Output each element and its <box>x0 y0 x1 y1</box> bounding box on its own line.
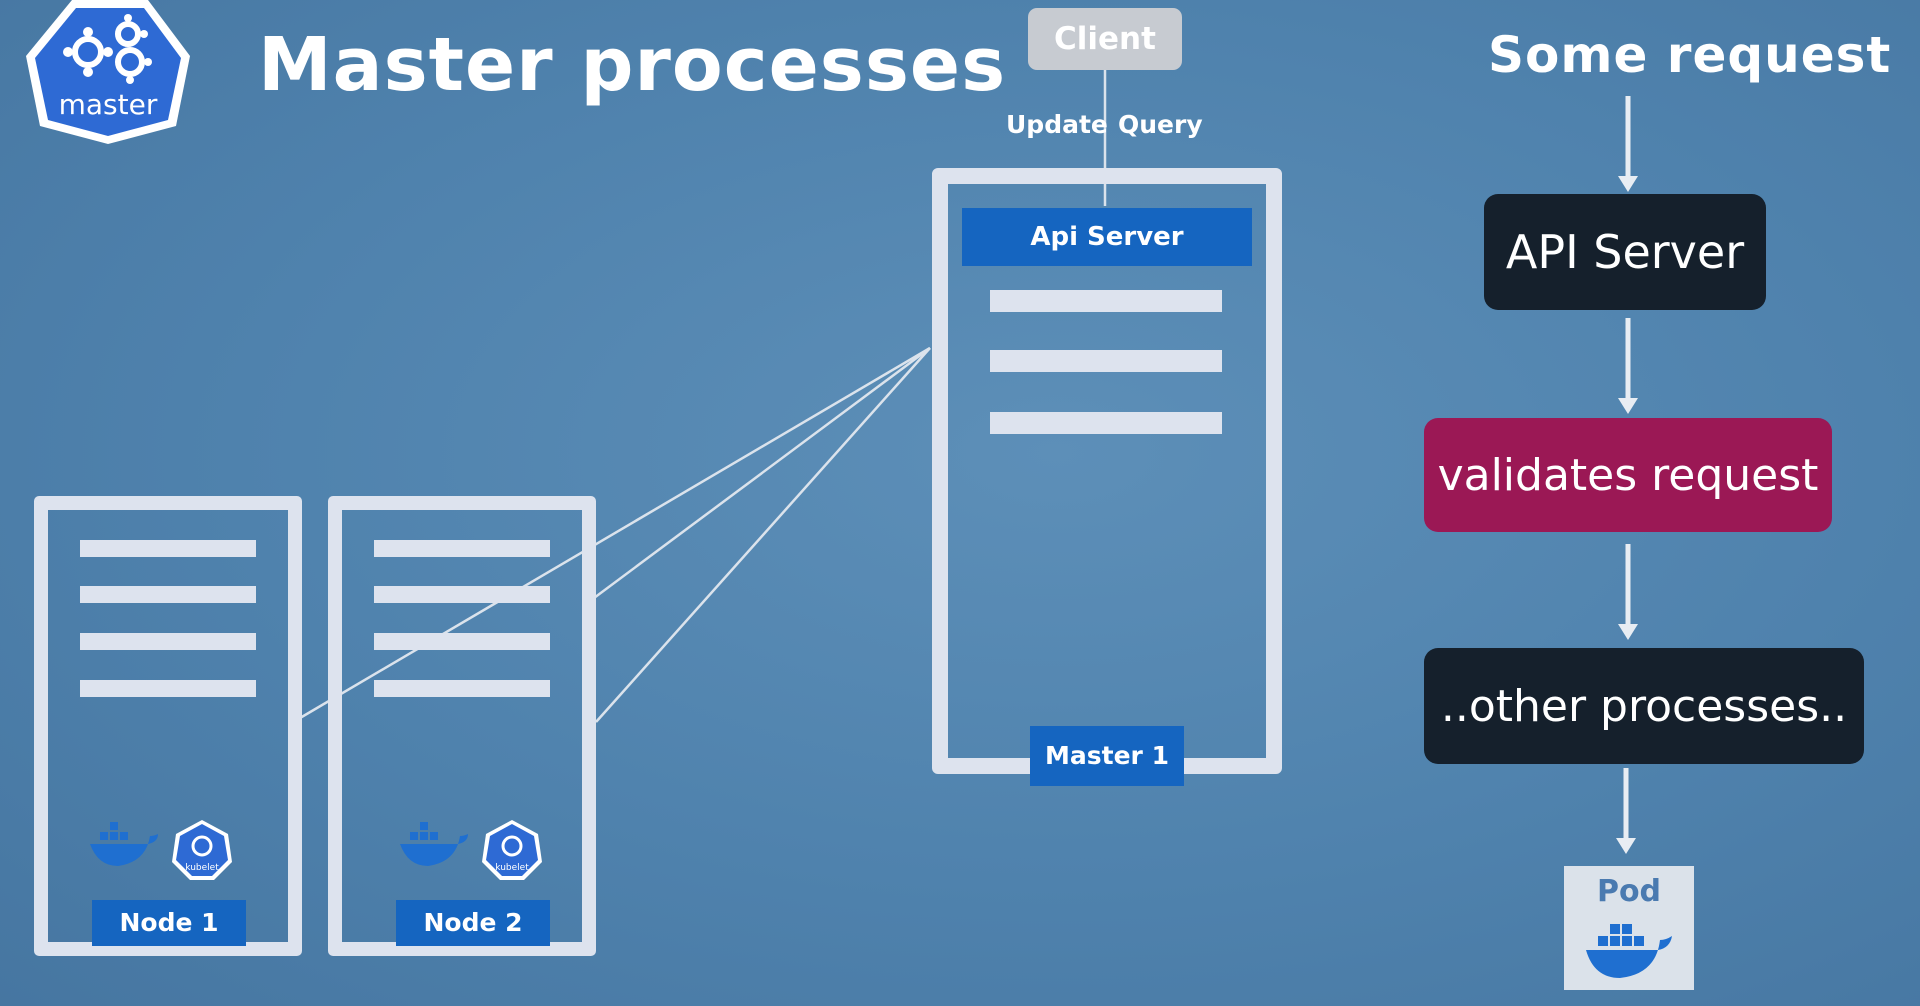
pod-box: Pod <box>1564 866 1694 990</box>
worker-node-panel <box>34 496 302 956</box>
logo-label: master <box>58 88 158 121</box>
docker-whale-icon <box>1586 924 1672 978</box>
pod-label: Pod <box>1596 874 1662 909</box>
update-label: Update <box>1006 110 1108 139</box>
node-process-line <box>374 586 550 603</box>
master-process-line <box>990 290 1222 312</box>
flow-step-validates-request: validates request <box>1424 418 1832 532</box>
node-process-line <box>80 540 256 557</box>
query-label: Query <box>1118 110 1203 139</box>
node-process-line <box>374 633 550 650</box>
page-title: Master processes <box>258 22 1007 108</box>
node1-master-connector <box>299 346 931 720</box>
flow-title: Some request <box>1488 26 1892 84</box>
kubelet-icon: kubelet <box>482 820 542 880</box>
kubernetes-master-logo: master <box>18 0 198 146</box>
node-process-line <box>80 680 256 697</box>
flow-step-api-server: API Server <box>1484 194 1766 310</box>
node-process-line <box>374 680 550 697</box>
kubernetes-wheel-icon <box>26 0 190 144</box>
api-server-bar: Api Server <box>962 208 1252 266</box>
kubelet-label: kubelet <box>495 863 529 873</box>
docker-whale-icon <box>90 822 158 866</box>
node-name-tag: Node 2 <box>396 900 550 946</box>
master-name-tag: Master 1 <box>1030 726 1184 786</box>
kubelet-icon: kubelet <box>172 820 232 880</box>
node-process-line <box>80 633 256 650</box>
node-process-line <box>80 586 256 603</box>
master-process-line <box>990 412 1222 434</box>
node2-master-connector-a <box>593 346 931 600</box>
node-name-tag: Node 1 <box>92 900 246 946</box>
node-process-line <box>374 540 550 557</box>
master-process-line <box>990 350 1222 372</box>
kubelet-label: kubelet <box>185 863 219 873</box>
node2-master-connector-b <box>595 347 931 723</box>
docker-whale-icon <box>400 822 468 866</box>
client-box: Client <box>1028 8 1182 70</box>
worker-node-panel <box>328 496 596 956</box>
flow-step-other-processes: ..other processes.. <box>1424 648 1864 764</box>
